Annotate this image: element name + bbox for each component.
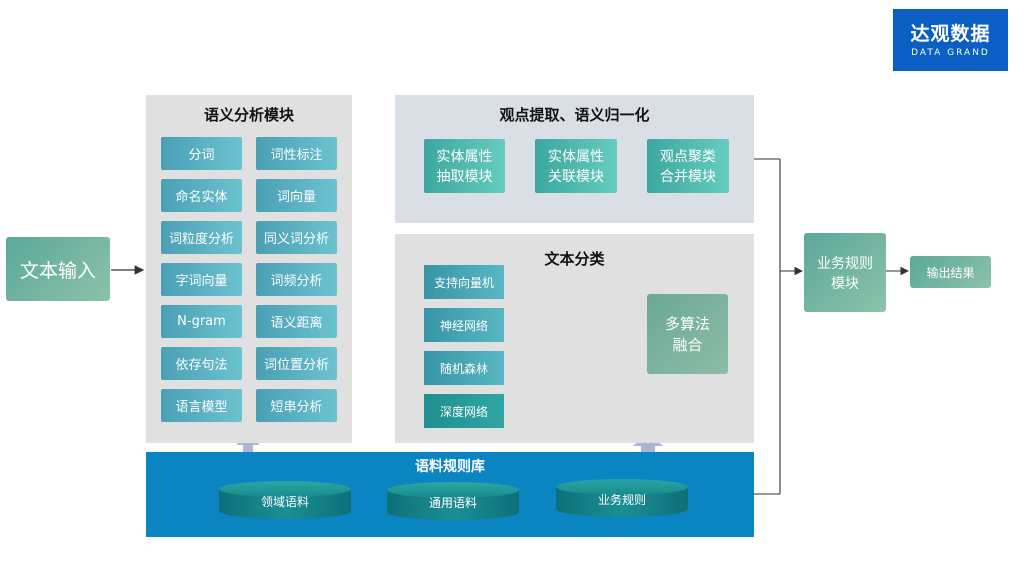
semantic-item: 词性标注 bbox=[256, 137, 337, 170]
viewpoint-step-1: 实体属性 抽取模块 bbox=[424, 139, 505, 193]
algorithm-deep-network: 深度网络 bbox=[424, 394, 504, 428]
semantic-item: 同义词分析 bbox=[256, 221, 337, 254]
semantic-item: 词位置分析 bbox=[256, 347, 337, 380]
multi-algorithm-fusion: 多算法 融合 bbox=[647, 294, 728, 374]
text-input-label: 文本输入 bbox=[19, 259, 96, 282]
algorithm-svm: 支持向量机 bbox=[424, 265, 504, 299]
logo-cn: 达观数据 bbox=[910, 23, 991, 45]
viewpoint-module-title: 观点提取、语义归一化 bbox=[499, 106, 650, 124]
classification-module-title: 文本分类 bbox=[544, 250, 605, 268]
semantic-item: 词粒度分析 bbox=[161, 221, 242, 254]
algorithm-random-forest: 随机森林 bbox=[424, 351, 504, 385]
semantic-item: 语义距离 bbox=[256, 305, 337, 338]
semantic-item: 命名实体 bbox=[161, 179, 242, 212]
semantic-item: 词频分析 bbox=[256, 263, 337, 296]
viewpoint-step-2: 实体属性 关联模块 bbox=[535, 139, 617, 193]
corpus-domain: 领域语料 bbox=[219, 481, 351, 525]
logo: 达观数据 DATA GRAND bbox=[893, 9, 1008, 71]
semantic-item: 分词 bbox=[161, 137, 242, 170]
logo-en: DATA GRAND bbox=[911, 48, 990, 58]
semantic-item: 依存句法 bbox=[161, 347, 242, 380]
output-result: 输出结果 bbox=[910, 256, 991, 288]
corpus-title: 语料规则库 bbox=[415, 459, 485, 475]
semantic-item: 短串分析 bbox=[256, 389, 337, 422]
text-input-box: 文本输入 bbox=[6, 237, 110, 301]
up-arrow-right bbox=[633, 433, 663, 456]
semantic-item: 词向量 bbox=[256, 179, 337, 212]
business-rule-module: 业务规则 模块 bbox=[804, 233, 886, 312]
viewpoint-step-3: 观点聚类 合并模块 bbox=[647, 139, 729, 193]
semantic-item: 字词向量 bbox=[161, 263, 242, 296]
semantic-item: 语言模型 bbox=[161, 389, 242, 422]
semantic-item: N-gram bbox=[161, 305, 242, 338]
corpus-general: 通用语料 bbox=[387, 482, 519, 526]
semantic-module-title: 语义分析模块 bbox=[203, 106, 294, 124]
corpus-business-rules: 业务规则 bbox=[556, 479, 688, 523]
merge-lines bbox=[754, 158, 910, 495]
up-arrow-left bbox=[236, 433, 260, 456]
algorithm-neural-network: 神经网络 bbox=[424, 308, 504, 342]
